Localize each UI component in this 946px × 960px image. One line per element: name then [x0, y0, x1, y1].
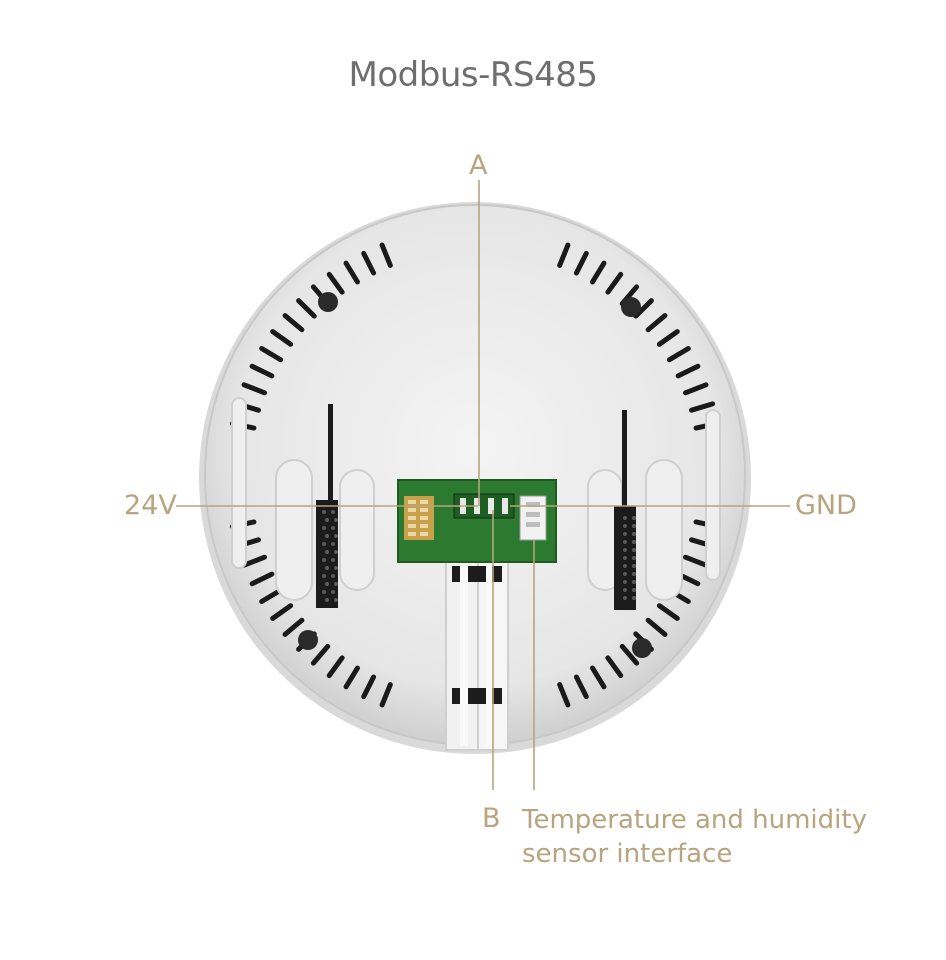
clip-texture-dot [331, 558, 335, 562]
clip-texture-dot [632, 516, 636, 520]
label-sensor-interface: Temperature and humidity sensor interfac… [522, 803, 867, 871]
vent-slot [573, 250, 589, 276]
clip-texture-dot [322, 526, 326, 530]
vent-slot [310, 643, 331, 666]
circuit-board [397, 479, 557, 563]
clip-texture-dot [632, 572, 636, 576]
clip-texture-dot [334, 566, 338, 570]
vent-slot [590, 260, 607, 285]
clip-texture-dot [325, 582, 329, 586]
vent-slot [343, 260, 360, 285]
clip-texture-dot [331, 542, 335, 546]
vent-slot [590, 665, 607, 690]
vent-slot [249, 571, 275, 587]
label-a: A [469, 150, 488, 181]
thermostat-back-housing [199, 202, 751, 754]
clip-texture-dot [623, 532, 627, 536]
vent-slot [282, 617, 305, 637]
clip-texture-dot [334, 582, 338, 586]
vent-slot [326, 271, 345, 295]
clip-texture-dot [623, 596, 627, 600]
vent-slot [270, 603, 294, 621]
vent-slot [241, 382, 267, 396]
callout-lines [176, 180, 790, 790]
clip-texture-dot [325, 550, 329, 554]
clip-texture-dot [322, 510, 326, 514]
label-gnd: GND [795, 490, 857, 521]
vent-slot [379, 242, 393, 268]
label-24v: 24V [124, 490, 177, 521]
clip-texture-dot [623, 580, 627, 584]
vent-slot [645, 617, 668, 637]
vent-slot [259, 346, 284, 363]
vent-slot [270, 329, 294, 347]
clip-texture-dot [632, 540, 636, 544]
vent-slot [689, 401, 716, 413]
vent-slot [683, 382, 709, 396]
clip-texture-dot [331, 526, 335, 530]
vent-slot [282, 313, 305, 333]
vent-slot [361, 250, 377, 276]
clip-texture-dot [322, 590, 326, 594]
clip-texture-dot [334, 534, 338, 538]
clip-texture-dot [632, 532, 636, 536]
clip-texture-dot [623, 588, 627, 592]
clip-texture-dot [325, 534, 329, 538]
vent-slot [326, 655, 345, 679]
clip-texture-dot [632, 548, 636, 552]
clip-texture [322, 510, 636, 602]
vent-slot [645, 313, 668, 333]
clip-texture-dot [322, 558, 326, 562]
clip-texture-dot [322, 542, 326, 546]
vent-slot [343, 665, 360, 690]
clip-texture-dot [334, 518, 338, 522]
clip-texture-dot [623, 572, 627, 576]
clip-texture-dot [632, 556, 636, 560]
vent-slot [557, 242, 571, 268]
clip-texture-dot [325, 518, 329, 522]
vent-slot [361, 674, 377, 700]
vent-slot [557, 682, 571, 708]
clip-texture-dot [632, 580, 636, 584]
clip-texture-dot [623, 556, 627, 560]
clip-texture-dot [632, 524, 636, 528]
clip-texture-dot [325, 566, 329, 570]
clip-texture-dot [632, 564, 636, 568]
clip-texture-dot [331, 510, 335, 514]
clip-texture-dot [623, 548, 627, 552]
vent-slot [573, 674, 589, 700]
clip-texture-dot [331, 574, 335, 578]
clip-texture-dot [331, 590, 335, 594]
clip-texture-dot [632, 588, 636, 592]
clip-texture-dot [322, 574, 326, 578]
label-b: B [482, 803, 501, 834]
label-sensor-line1: Temperature and humidity [522, 805, 867, 835]
vent-slot [656, 603, 680, 621]
clip-texture-dot [623, 524, 627, 528]
clip-texture-dot [325, 598, 329, 602]
clip-texture-dot [632, 596, 636, 600]
clip-texture-dot [334, 550, 338, 554]
clip-texture-dot [334, 598, 338, 602]
vent-slot [241, 554, 267, 568]
clip-texture-dot [623, 540, 627, 544]
screw-holes [298, 292, 652, 658]
vent-slot [656, 329, 680, 347]
vent-slot [666, 346, 691, 363]
vent-slot [296, 298, 317, 319]
cable-tubes [445, 559, 509, 751]
vent-slot [605, 655, 624, 679]
vent-slot [605, 271, 624, 295]
vent-slot [249, 363, 275, 379]
vent-slot [619, 643, 640, 666]
vent-slot [379, 682, 393, 708]
vent-slot [675, 363, 701, 379]
clip-texture-dot [623, 516, 627, 520]
vent-slot [683, 554, 709, 568]
vent-slot [259, 587, 284, 604]
diagram-title: Modbus-RS485 [348, 55, 598, 95]
clip-texture-dot [623, 564, 627, 568]
label-sensor-line2: sensor interface [522, 839, 733, 869]
